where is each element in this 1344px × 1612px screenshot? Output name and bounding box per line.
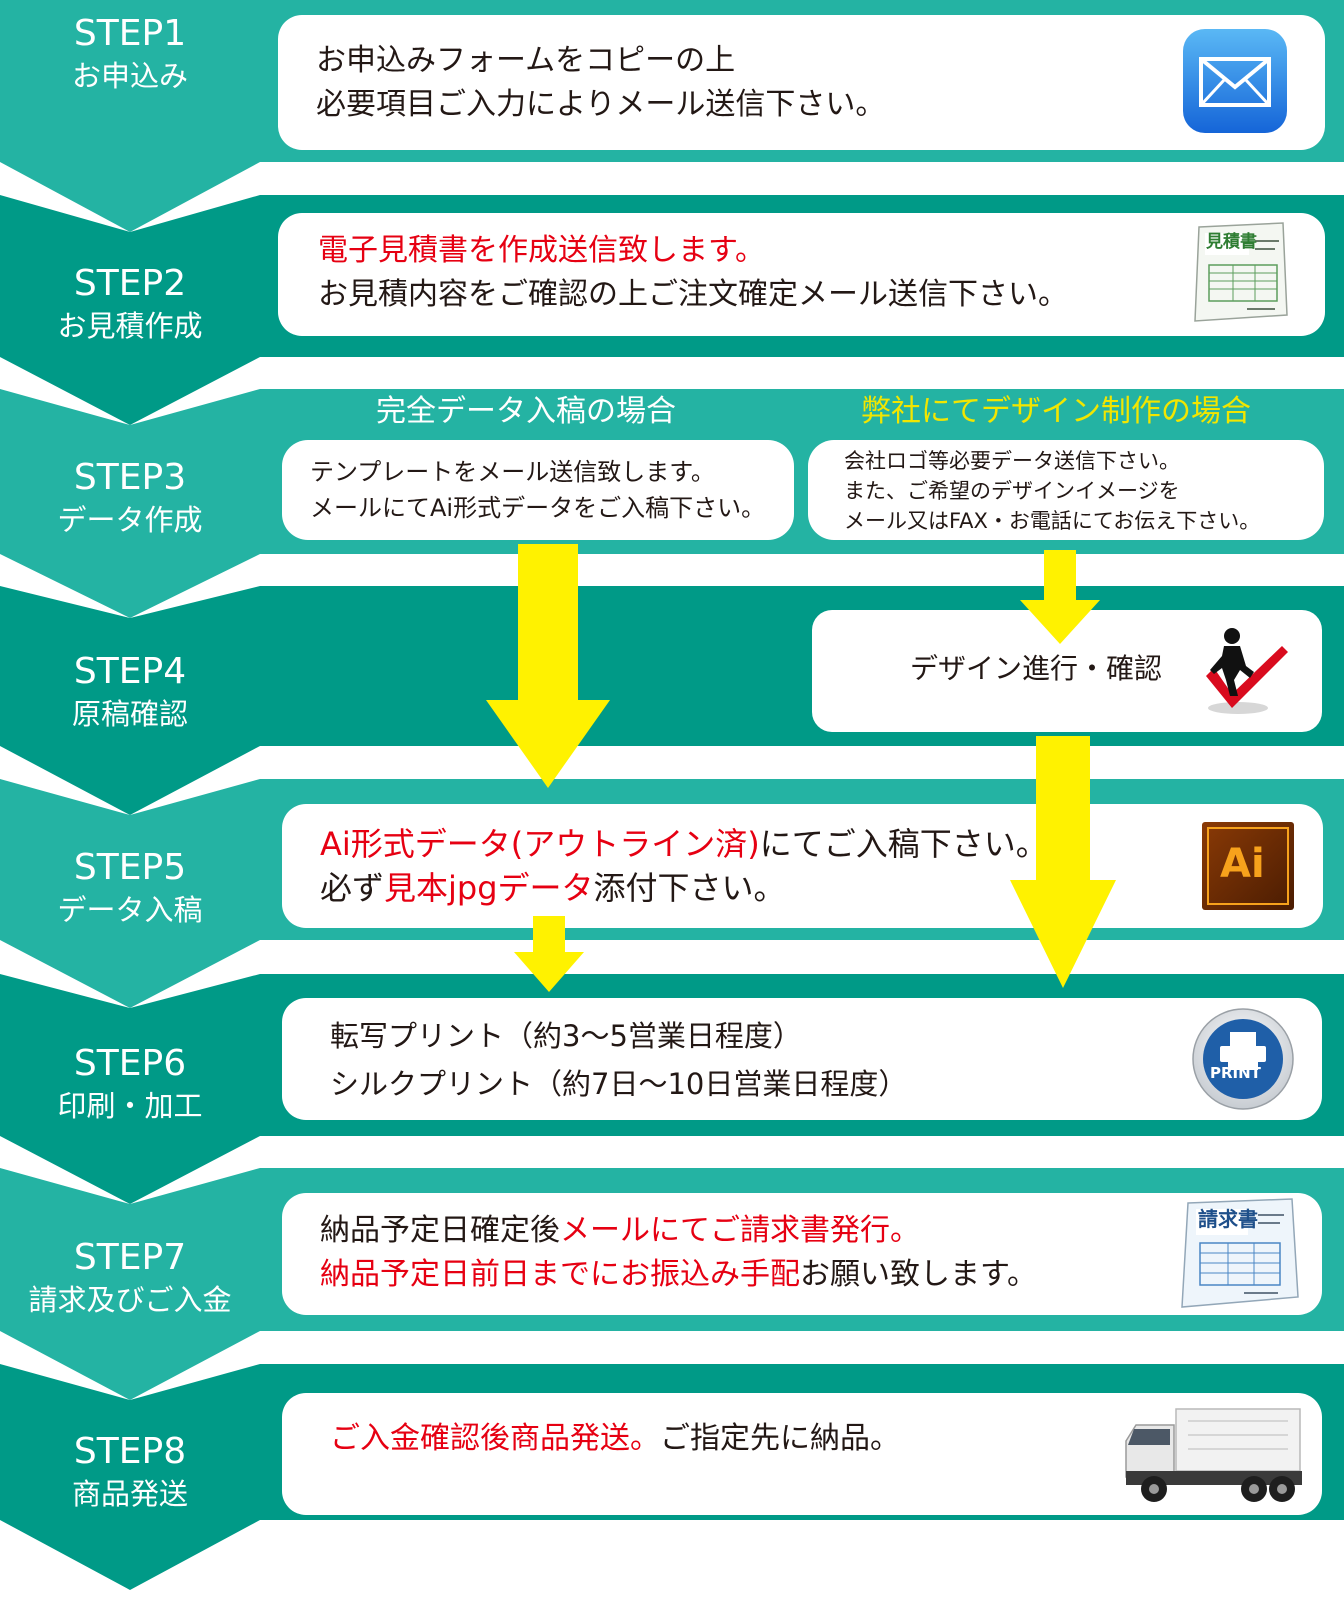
- mail-icon: [1183, 29, 1287, 133]
- estimate-document-icon: [1194, 222, 1288, 322]
- step5-label: STEP5 データ入稿: [57, 847, 203, 927]
- checkmark-person-icon: [1206, 628, 1288, 714]
- step1-card: お申込みフォームをコピーの上 必要項目ご入力によりメール送信下さい。: [278, 15, 1325, 150]
- step6-text-line1: 転写プリント（約3～5営業日程度）: [330, 1019, 802, 1053]
- step7-line2-post: お願い致します。: [800, 1257, 1037, 1292]
- illustrator-icon: [1202, 822, 1294, 910]
- step6-card: 転写プリント（約3～5営業日程度） シルクプリント（約7日～10日営業日程度） …: [282, 998, 1322, 1120]
- arrow-right-small: [1020, 550, 1100, 644]
- step6-label: STEP6 印刷・加工: [57, 1043, 203, 1123]
- step8-text: ご入金確認後商品発送。ご指定先に納品。: [330, 1417, 900, 1461]
- step5-text-line1: Ai形式データ(アウトライン済)にてご入稿下さい。: [320, 822, 1048, 866]
- step4-text: デザイン進行・確認: [910, 652, 1163, 685]
- step7-line2-highlight: 納品予定日前日までにお振込み手配: [320, 1257, 800, 1292]
- step7-text-line1: 納品予定日確定後メールにてご請求書発行。: [320, 1209, 920, 1253]
- step7-card: 納品予定日確定後メールにてご請求書発行。 納品予定日前日までにお振込み手配お願い…: [282, 1193, 1322, 1315]
- step5-card: Ai形式データ(アウトライン済)にてご入稿下さい。 必ず見本jpgデータ添付下さ…: [282, 804, 1323, 928]
- step2-text-line1: 電子見積書を作成送信致します。: [318, 233, 765, 268]
- step8-highlight: ご入金確認後商品発送。: [330, 1421, 660, 1456]
- step7-line1-highlight: メールにてご請求書発行。: [560, 1213, 920, 1248]
- step1-text-line2: 必要項目ご入力によりメール送信下さい。: [316, 87, 886, 122]
- arrow-right-main: [1010, 736, 1116, 988]
- step6-text-line2: シルクプリント（約7日～10日営業日程度）: [330, 1067, 908, 1101]
- step5-line2-pre: 必ず: [320, 869, 385, 907]
- step3-label: STEP3 データ作成: [57, 457, 203, 537]
- step8-label: STEP8 商品発送: [71, 1431, 188, 1511]
- invoice-icon-label: 請求書: [1198, 1207, 1258, 1231]
- step8-text-post: ご指定先に納品。: [660, 1421, 900, 1456]
- invoice-document-icon: [1181, 1198, 1299, 1308]
- step3-right-line1: 会社ロゴ等必要データ送信下さい。: [844, 449, 1180, 473]
- step5-line2-highlight: 見本jpgデータ: [384, 869, 594, 907]
- step3-right-heading: 弊社にてデザイン制作の場合: [861, 394, 1251, 429]
- step8-card: ご入金確認後商品発送。ご指定先に納品。: [282, 1393, 1322, 1515]
- step7-line1-pre: 納品予定日確定後: [320, 1213, 560, 1248]
- illustrator-icon-label: Ai: [1220, 841, 1265, 887]
- print-icon: [1192, 1008, 1294, 1110]
- step3-left-line1: テンプレートをメール送信致します。: [310, 458, 715, 486]
- arrow-left-small: [514, 916, 584, 992]
- step1-text-line1: お申込みフォームをコピーの上: [316, 43, 736, 78]
- step3-right-card: 会社ロゴ等必要データ送信下さい。 また、ご希望のデザインイメージを メール又はF…: [808, 440, 1324, 540]
- step7-text-line2: 納品予定日前日までにお振込み手配お願い致します。: [320, 1253, 1037, 1297]
- estimate-icon-label: 見積書: [1206, 232, 1257, 252]
- step4-label: STEP4 原稿確認: [71, 651, 188, 731]
- step3-right-line3: メール又はFAX・お電話にてお伝え下さい。: [844, 509, 1261, 533]
- truck-icon: [1125, 1408, 1302, 1502]
- step2-text-line2: お見積内容をご確認の上ご注文確定メール送信下さい。: [318, 277, 1068, 312]
- print-icon-label: PRINT: [1210, 1064, 1261, 1082]
- arrow-left-main: [486, 544, 610, 788]
- step5-line2-post: 添付下さい。: [593, 869, 786, 907]
- step7-label: STEP7 請求及びご入金: [28, 1237, 232, 1317]
- step3-left-line2: メールにてAi形式データをご入稿下さい。: [310, 494, 766, 522]
- step1-label: STEP1 お申込み: [71, 13, 188, 93]
- step2-label: STEP2 お見積作成: [57, 263, 203, 343]
- step3-left-heading: 完全データ入稿の場合: [376, 394, 676, 429]
- step5-text-line2: 必ず見本jpgデータ添付下さい。: [320, 866, 786, 910]
- step5-line1-highlight: Ai形式データ(アウトライン済): [320, 825, 760, 863]
- step3-right-line2: また、ご希望のデザインイメージを: [844, 479, 1180, 503]
- step5-line1-rest: にてご入稿下さい。: [759, 825, 1048, 863]
- step2-card: 電子見積書を作成送信致します。 お見積内容をご確認の上ご注文確定メール送信下さい…: [278, 213, 1325, 336]
- step3-left-card: テンプレートをメール送信致します。 メールにてAi形式データをご入稿下さい。: [282, 440, 794, 540]
